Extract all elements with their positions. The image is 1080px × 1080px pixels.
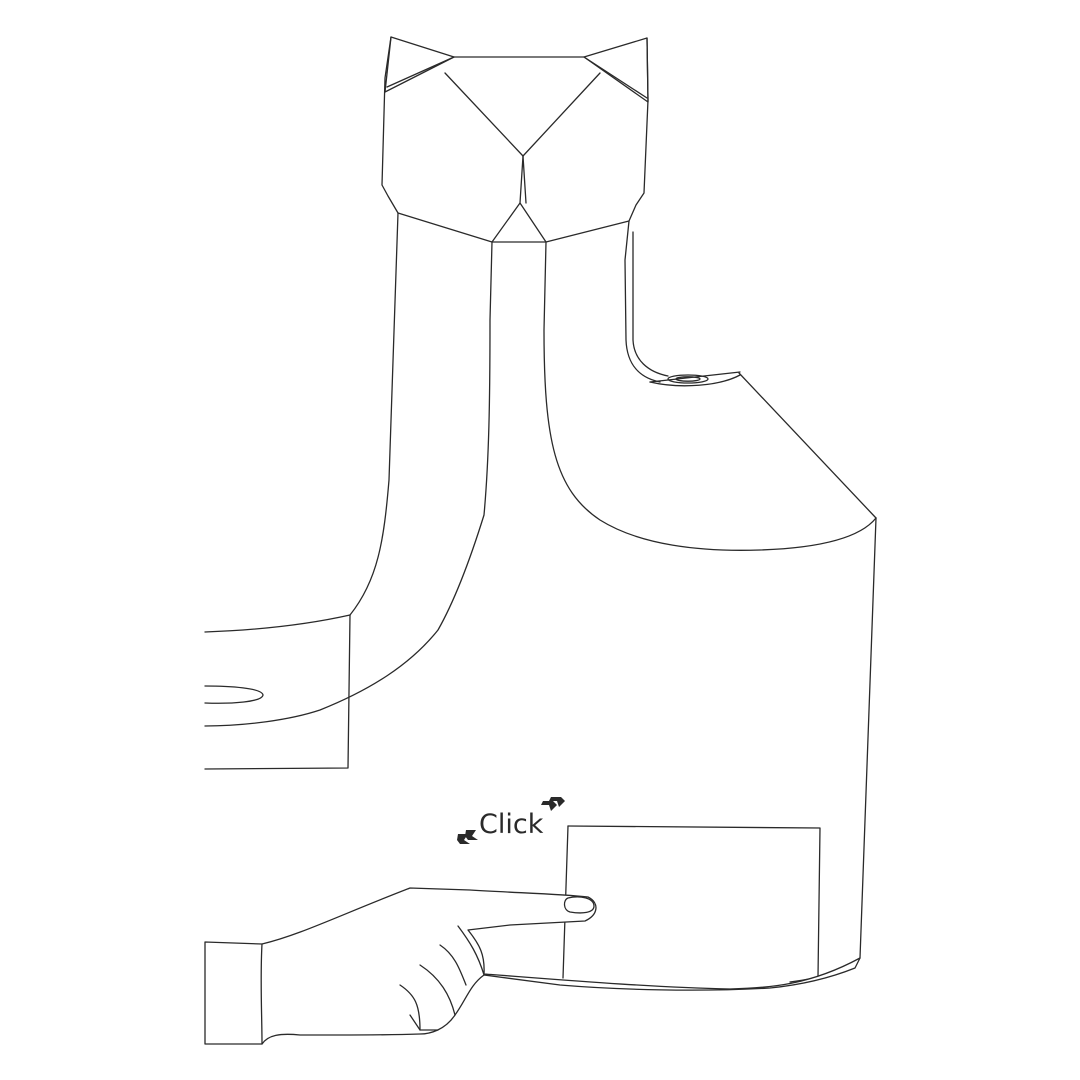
click-text: Click bbox=[479, 809, 544, 840]
arm-slot bbox=[205, 686, 263, 703]
device-body bbox=[205, 213, 876, 982]
click-annotation: Click bbox=[457, 797, 565, 844]
left-arm bbox=[205, 615, 350, 769]
click-button-panel[interactable] bbox=[563, 826, 820, 978]
pointing-hand-icon bbox=[205, 888, 860, 1044]
cat-head bbox=[382, 37, 648, 242]
quote-close-icon bbox=[541, 797, 565, 811]
quote-open-icon bbox=[457, 830, 478, 844]
